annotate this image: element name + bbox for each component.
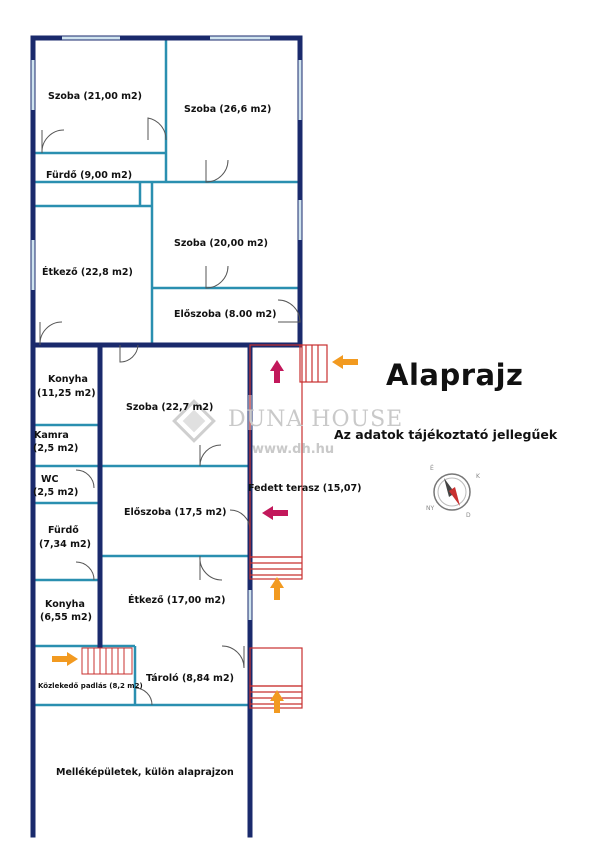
- room-labels: Szoba (21,00 m2) Szoba (26,6 m2) Fürdő (…: [33, 91, 362, 778]
- compass-icon: É K D NY: [426, 464, 481, 519]
- arrow-up-orange-icon: [270, 577, 284, 600]
- arrow-right-orange-icon: [52, 652, 78, 666]
- room-label-konyha-2-area: (6,55 m2): [40, 612, 92, 623]
- watermark-name: DUNA HOUSE: [228, 407, 404, 432]
- attic-stairs: [81, 647, 133, 675]
- arrow-up-red-icon: [270, 360, 284, 383]
- room-label-eloszoba-1: Előszoba (8.00 m2): [174, 309, 276, 320]
- room-label-szoba-3: Szoba (20,00 m2): [174, 238, 268, 249]
- svg-text:É: É: [430, 464, 434, 472]
- room-label-konyha-2: Konyha: [45, 599, 85, 610]
- inner-walls: [33, 38, 300, 707]
- room-label-konyha-1-area: (11,25 m2): [37, 388, 96, 399]
- svg-text:K: K: [476, 473, 481, 480]
- plan-subtitle: Az adatok tájékoztató jellegűek: [334, 427, 558, 442]
- room-label-mellek: Melléképületek, külön alaprajzon: [56, 767, 234, 778]
- room-label-szoba-1: Szoba (21,00 m2): [48, 91, 142, 102]
- room-label-szoba-2: Szoba (26,6 m2): [184, 104, 271, 115]
- room-label-wc-area: (2,5 m2): [33, 487, 78, 498]
- room-label-kozlekedo: Közlekedő padlás (8,2 m2): [38, 681, 143, 690]
- arrow-left-orange-icon: [332, 355, 358, 369]
- svg-text:NY: NY: [426, 505, 434, 512]
- room-label-etkezo-2: Étkező (17,00 m2): [128, 594, 225, 606]
- covered-terrace: [249, 344, 328, 709]
- arrow-left-red-icon: [262, 506, 288, 520]
- svg-text:D: D: [466, 512, 471, 519]
- room-label-eloszoba-2: Előszoba (17,5 m2): [124, 507, 226, 518]
- room-label-etkezo-1: Étkező (22,8 m2): [42, 266, 133, 278]
- arrow-up-orange-icon-2: [270, 690, 284, 713]
- room-label-tarolo: Tároló (8,84 m2): [146, 673, 234, 684]
- room-label-szoba-4: Szoba (22,7 m2): [126, 402, 213, 413]
- entry-arrows: [52, 355, 358, 713]
- room-label-kamra: Kamra: [34, 430, 69, 441]
- room-label-kamra-area: (2,5 m2): [33, 443, 78, 454]
- room-label-furdo-2: Fürdő: [48, 525, 79, 536]
- room-label-konyha-1: Konyha: [48, 374, 88, 385]
- room-label-furdo-1: Fürdő (9,00 m2): [46, 170, 132, 181]
- plan-title: Alaprajz: [386, 358, 524, 392]
- room-label-furdo-2-area: (7,34 m2): [39, 539, 91, 550]
- room-label-wc: WC: [41, 474, 58, 485]
- watermark-url: www.dh.hu: [252, 442, 335, 457]
- room-label-terasz: Fedett terasz (15,07): [248, 483, 362, 494]
- windows: [31, 36, 302, 620]
